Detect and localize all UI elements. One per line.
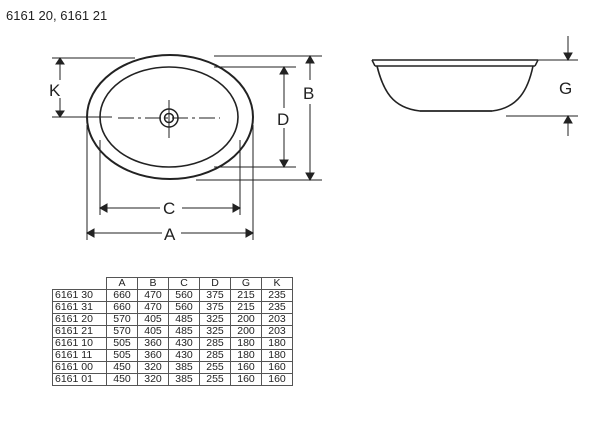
dimension-value-cell: 560 xyxy=(168,289,200,302)
dimension-value-cell: 450 xyxy=(106,361,138,374)
dimension-value-cell: 325 xyxy=(199,313,231,326)
dimension-value-cell: 255 xyxy=(199,361,231,374)
dimension-value-cell: 570 xyxy=(106,325,138,338)
dimension-value-cell: 505 xyxy=(106,349,138,362)
dimension-value-cell: 215 xyxy=(230,301,262,314)
dimension-value-cell: 180 xyxy=(261,337,293,350)
label-d: D xyxy=(277,110,289,129)
dimension-value-cell: 360 xyxy=(137,349,169,362)
label-c: C xyxy=(163,199,175,218)
dimension-value-cell: 560 xyxy=(168,301,200,314)
dimension-value-cell: 430 xyxy=(168,337,200,350)
dimension-a xyxy=(85,125,255,240)
dimension-value-cell: 200 xyxy=(230,325,262,338)
table-header-row: A B C D G K xyxy=(52,277,293,290)
dimension-value-cell: 375 xyxy=(199,301,231,314)
label-a: A xyxy=(164,225,176,244)
dimension-value-cell: 570 xyxy=(106,313,138,326)
model-number-cell: 6161 11 xyxy=(52,349,107,362)
dimension-value-cell: 180 xyxy=(261,349,293,362)
dimension-value-cell: 485 xyxy=(168,313,200,326)
dimension-g xyxy=(506,36,578,136)
model-number-cell: 6161 00 xyxy=(52,361,107,374)
dimension-value-cell: 180 xyxy=(230,349,262,362)
dimension-k xyxy=(52,57,135,118)
column-header: D xyxy=(199,277,231,290)
dimension-value-cell: 160 xyxy=(230,373,262,386)
dimension-value-cell: 203 xyxy=(261,313,293,326)
column-header: K xyxy=(261,277,293,290)
dimension-value-cell: 215 xyxy=(230,289,262,302)
model-number-cell: 6161 01 xyxy=(52,373,107,386)
dimension-value-cell: 235 xyxy=(261,289,293,302)
model-number-cell: 6161 10 xyxy=(52,337,107,350)
dimension-value-cell: 405 xyxy=(137,313,169,326)
dimension-value-cell: 660 xyxy=(106,301,138,314)
dimension-value-cell: 285 xyxy=(199,349,231,362)
dimension-value-cell: 320 xyxy=(137,361,169,374)
dimension-value-cell: 160 xyxy=(261,361,293,374)
model-number-cell: 6161 31 xyxy=(52,301,107,314)
label-b: B xyxy=(303,84,314,103)
dimension-value-cell: 660 xyxy=(106,289,138,302)
dimension-value-cell: 470 xyxy=(137,289,169,302)
dimension-value-cell: 325 xyxy=(199,325,231,338)
model-number-cell: 6161 21 xyxy=(52,325,107,338)
model-number-cell: 6161 20 xyxy=(52,313,107,326)
dimension-value-cell: 385 xyxy=(168,361,200,374)
model-number-cell: 6161 30 xyxy=(52,289,107,302)
dimension-value-cell: 470 xyxy=(137,301,169,314)
dimension-value-cell: 235 xyxy=(261,301,293,314)
dimension-value-cell: 360 xyxy=(137,337,169,350)
basin-side-view xyxy=(371,59,539,112)
dimension-value-cell: 450 xyxy=(106,373,138,386)
dimension-value-cell: 255 xyxy=(199,373,231,386)
dimension-value-cell: 320 xyxy=(137,373,169,386)
dimension-value-cell: 160 xyxy=(230,361,262,374)
table-corner xyxy=(52,277,107,290)
dimension-value-cell: 385 xyxy=(168,373,200,386)
column-header: C xyxy=(168,277,200,290)
dimension-value-cell: 375 xyxy=(199,289,231,302)
dimension-value-cell: 200 xyxy=(230,313,262,326)
dimension-value-cell: 285 xyxy=(199,337,231,350)
dimension-d xyxy=(214,65,296,169)
label-k: K xyxy=(49,81,61,100)
column-header: G xyxy=(230,277,262,290)
dimension-value-cell: 430 xyxy=(168,349,200,362)
dimension-value-cell: 203 xyxy=(261,325,293,338)
column-header: A xyxy=(106,277,138,290)
label-g: G xyxy=(559,79,572,98)
dimension-value-cell: 405 xyxy=(137,325,169,338)
drawing-title: 6161 20, 6161 21 xyxy=(6,8,108,23)
dimension-b xyxy=(196,54,322,182)
dimension-value-cell: 505 xyxy=(106,337,138,350)
dimension-c xyxy=(98,140,242,215)
dimension-value-cell: 180 xyxy=(230,337,262,350)
column-header: B xyxy=(137,277,169,290)
dimension-value-cell: 485 xyxy=(168,325,200,338)
dimension-value-cell: 160 xyxy=(261,373,293,386)
